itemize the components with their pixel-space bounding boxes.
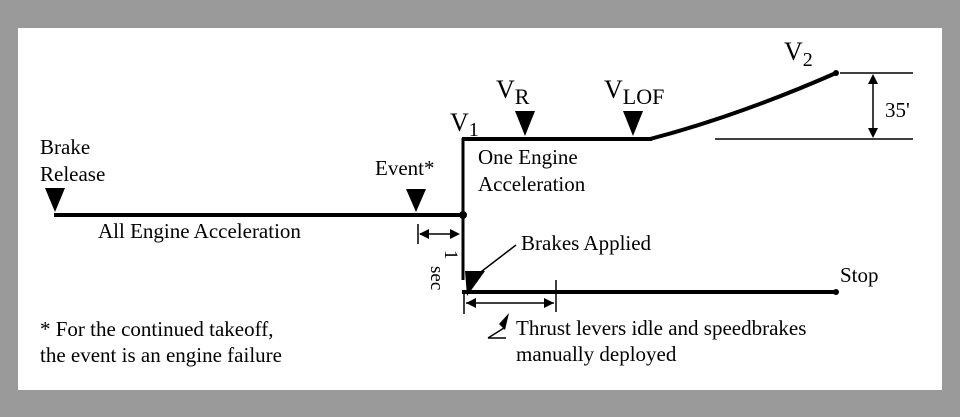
event-label: Event* [375,156,434,180]
one-engine-label: One Engine [478,145,578,169]
one-sec-number: 1 [440,250,461,260]
brakes-applied-label: Brakes Applied [521,231,652,255]
stop-label: Stop [840,263,879,287]
brakes-applied-marker [465,271,485,296]
v1-point [459,211,467,219]
brakes-applied-leader [472,244,517,279]
height-label: 35' [885,98,910,122]
footnote-line2: the event is an engine failure [40,343,282,367]
brake-release-marker [45,188,65,212]
thrust-arrow-left [466,298,476,308]
climb-curve [649,71,837,141]
footnote-line1: * For the continued takeoff, [40,317,273,341]
event-marker [406,189,426,212]
vlof-label: VLOF [604,75,664,109]
acceleration-label: Acceleration [478,172,586,196]
brake-label: Brake [40,135,90,159]
vr-main: V [496,75,515,104]
all-engine-label: All Engine Acceleration [98,219,301,243]
vr-sub: R [515,84,530,109]
release-label: Release [40,162,105,186]
v2-sub: 2 [803,49,813,71]
thrust-arrow-right [544,298,554,308]
thrust-leader [487,327,505,339]
one-sec-unit: sec [426,266,447,290]
thrust-leader-arrow [499,313,509,330]
height-arrow-down [868,128,878,138]
one-sec-arrow-left [419,229,429,239]
v1-label: V1 [450,108,479,141]
vlof-main: V [604,75,623,104]
v2-point [833,70,839,76]
vr-label: VR [496,75,530,109]
v2-label: V2 [784,37,813,71]
thrust-label-line1: Thrust levers idle and speedbrakes [516,316,806,340]
thrust-label-line2: manually deployed [516,342,677,366]
takeoff-diagram: Brake Release All Engine Acceleration Ev… [40,37,913,367]
height-arrow-up [868,74,878,84]
stop-point [833,289,839,295]
vlof-sub: LOF [623,84,665,109]
v1-main: V [450,108,469,137]
v1-sub: 1 [469,119,479,141]
vlof-marker [623,111,643,136]
vr-marker [515,111,535,136]
one-sec-arrow-right [450,229,460,239]
v2-main: V [784,37,803,66]
diagram-frame: Brake Release All Engine Acceleration Ev… [18,28,942,390]
